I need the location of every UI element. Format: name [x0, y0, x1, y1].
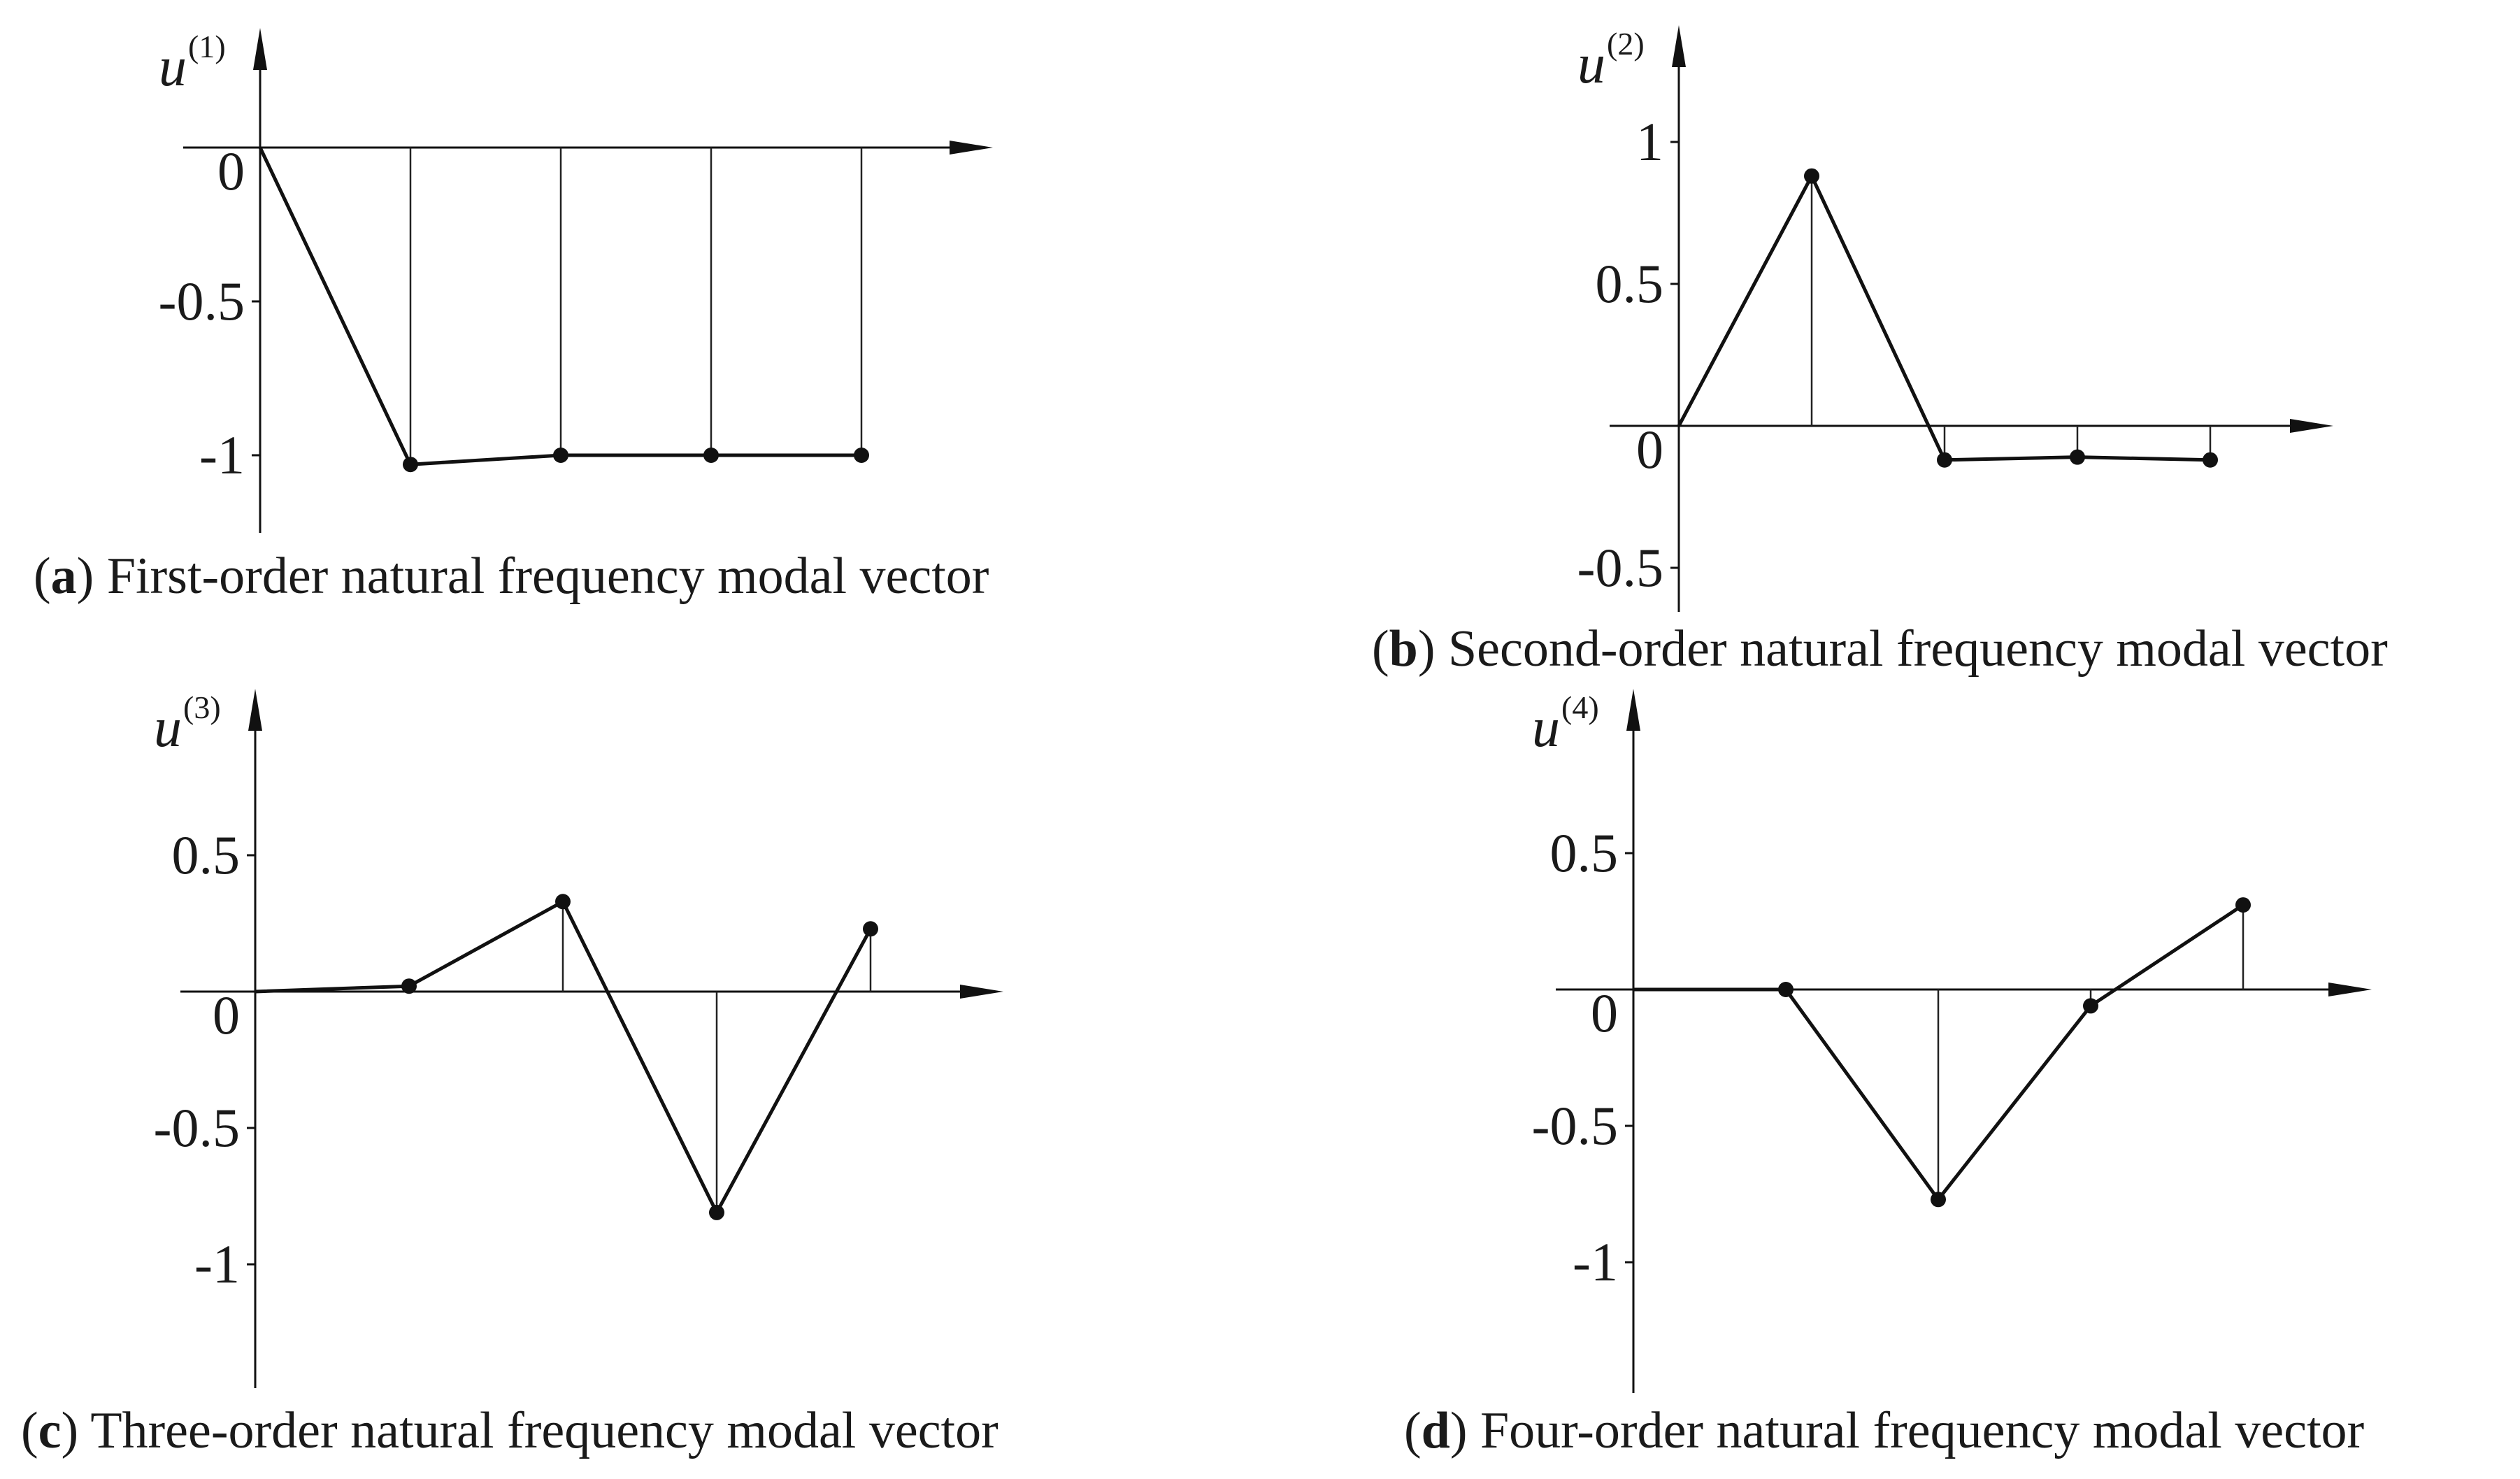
- data-point-b-2: [1937, 452, 1952, 468]
- data-point-c-1: [401, 978, 417, 994]
- panel-b: 1 0.5 0 -0.5 u(2) (b) Second-order natural fr…: [1372, 25, 2388, 678]
- ylabel-superscript-a: (1): [188, 29, 226, 64]
- data-point-c-4: [863, 921, 878, 937]
- data-point-a-4: [854, 448, 869, 463]
- caption-letter-d: d: [1422, 1402, 1450, 1459]
- data-point-b-3: [2070, 449, 2085, 465]
- series-line-b: [1677, 174, 2211, 462]
- x-axis-arrow-c: [960, 985, 1003, 999]
- data-point-d-2: [1931, 1192, 1946, 1208]
- data-point-a-1: [403, 457, 418, 473]
- data-point-d-1: [1778, 982, 1794, 997]
- ylabel-a: u: [159, 36, 187, 98]
- y-tick-label-c-1: 0: [213, 985, 240, 1045]
- y-tick-label-c-3: -1: [194, 1234, 240, 1294]
- y-tick-label-c-0: 0.5: [172, 824, 241, 885]
- data-point-b-1: [1804, 168, 1819, 184]
- ylabel-d: u: [1532, 697, 1560, 759]
- ylabel-c: u: [154, 697, 182, 759]
- y-tick-label-b-3: -0.5: [1577, 537, 1663, 598]
- data-point-c-2: [555, 894, 571, 910]
- caption-c: (c) Three-order natural frequency modal …: [21, 1402, 998, 1459]
- caption-text-b: Second-order natural frequency modal vec…: [1448, 620, 2388, 678]
- y-axis-arrow-c: [248, 689, 262, 731]
- y-axis-arrow-d: [1626, 689, 1640, 731]
- y-tick-label-a-2: -1: [199, 424, 245, 485]
- x-axis-arrow-d: [2328, 983, 2372, 996]
- y-tick-label-d-2: -0.5: [1532, 1095, 1618, 1156]
- data-point-a-3: [703, 448, 719, 463]
- y-tick-label-d-1: 0: [1591, 983, 1618, 1043]
- data-point-b-4: [2203, 452, 2218, 468]
- data-point-a-2: [553, 448, 568, 463]
- caption-letter-b: b: [1389, 620, 1418, 678]
- x-axis-arrow-a: [950, 141, 993, 155]
- caption-letter-c: c: [38, 1402, 62, 1459]
- y-tick-label-a-0: 0: [217, 141, 245, 201]
- caption-text-a: First-order natural frequency modal vect…: [107, 548, 989, 605]
- data-point-d-3: [2083, 998, 2098, 1014]
- y-tick-label-b-0: 1: [1636, 111, 1663, 172]
- ylabel-superscript-c: (3): [183, 690, 221, 725]
- caption-letter-a: a: [51, 548, 77, 605]
- data-point-c-3: [709, 1204, 724, 1220]
- y-axis-arrow-a: [253, 28, 267, 70]
- ylabel-superscript-d: (4): [1561, 690, 1599, 725]
- y-tick-label-d-0: 0.5: [1550, 822, 1619, 883]
- x-axis-arrow-b: [2290, 419, 2333, 433]
- panel-a: 0 -0.5 -1 u(1) (a) First-order natural frequ…: [34, 28, 993, 605]
- ylabel-superscript-b: (2): [1607, 26, 1645, 62]
- y-tick-label-a-1: -0.5: [159, 271, 245, 331]
- panel-c: 0.5 0 -0.5 -1 u(3) (c) Three-order natural fr…: [21, 689, 1003, 1459]
- caption-b: (b) Second-order natural frequency modal…: [1372, 620, 2388, 678]
- y-axis-arrow-b: [1672, 25, 1686, 67]
- panel-d: 0.5 0 -0.5 -1 u(4) (d) Four-order natural fre…: [1404, 689, 2372, 1459]
- ylabel-b: u: [1577, 34, 1605, 95]
- caption-d: (d) Four-order natural frequency modal v…: [1404, 1402, 2364, 1459]
- y-tick-label-d-3: -1: [1573, 1231, 1618, 1292]
- y-tick-label-c-2: -0.5: [154, 1097, 240, 1158]
- caption-text-c: Three-order natural frequency modal vect…: [90, 1402, 998, 1459]
- caption-text-d: Four-order natural frequency modal vecto…: [1480, 1402, 2364, 1459]
- y-tick-label-b-1: 0.5: [1596, 253, 1664, 314]
- caption-a: (a) First-order natural frequency modal …: [34, 548, 989, 605]
- y-tick-label-b-2: 0: [1636, 419, 1663, 480]
- data-point-d-4: [2235, 897, 2251, 913]
